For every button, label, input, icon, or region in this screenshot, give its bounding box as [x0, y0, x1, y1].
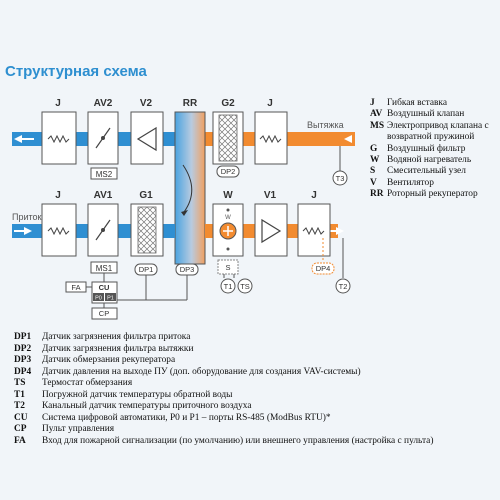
flex-icon	[47, 226, 70, 236]
exhaust-arrow-icon	[14, 135, 22, 143]
flex-icon	[302, 226, 325, 236]
svg-text:V2: V2	[140, 98, 153, 109]
supply-in-arrow-icon	[24, 227, 32, 235]
supply-out-arrow-icon	[336, 227, 344, 235]
filter-icon	[137, 206, 157, 254]
flex-icon	[259, 134, 282, 144]
svg-text:DP4: DP4	[316, 264, 331, 273]
svg-text:W: W	[223, 190, 233, 201]
exhaust-fan: V2	[130, 98, 164, 165]
svg-text:T3: T3	[336, 174, 345, 183]
svg-text:T2: T2	[339, 282, 348, 291]
supply-flexible-insert-left: J	[41, 190, 77, 257]
mixing-unit-s: S	[225, 263, 230, 272]
sensor-ts: TS	[237, 278, 253, 294]
exhaust-flexible-insert-left: J	[41, 98, 77, 165]
filter-icon	[218, 114, 238, 162]
svg-text:V1: V1	[264, 190, 277, 201]
port-p0: P0	[95, 296, 102, 302]
svg-text:AV2: AV2	[94, 98, 113, 109]
fire-alarm-input: FA	[71, 283, 80, 292]
svg-text:G1: G1	[139, 190, 153, 201]
valve-w-label: W	[225, 215, 231, 221]
sensor-t2: T2	[335, 238, 351, 294]
sensor-dp3: DP3	[180, 265, 195, 274]
exhaust-flow-label: Вытяжка	[307, 120, 344, 130]
sensor-dp2: DP2	[221, 167, 236, 176]
rotary-recuperator: RR DP3	[174, 98, 206, 276]
exhaust-damper: AV2 MS2	[87, 98, 119, 180]
svg-text:RR: RR	[183, 98, 198, 109]
svg-text:J: J	[55, 190, 61, 201]
exhaust-out-arrow-icon	[344, 135, 352, 143]
svg-text:TS: TS	[240, 282, 250, 291]
rotation-arrow-icon	[182, 164, 193, 213]
control-unit-block: FA CU P0 P1 CP	[65, 273, 188, 320]
control-panel-cp: CP	[99, 309, 109, 318]
svg-text:AV1: AV1	[94, 190, 113, 201]
svg-text:J: J	[311, 190, 317, 201]
sensor-dp4: DP4	[311, 238, 335, 275]
flex-icon	[47, 134, 70, 144]
exhaust-filter: G2 DP2	[212, 98, 244, 178]
port-p1: P1	[107, 296, 114, 302]
sensor-t1: T1	[220, 278, 236, 294]
supply-flow-label: Приток	[12, 212, 42, 222]
svg-text:G2: G2	[221, 98, 235, 109]
supply-fan: V1	[254, 190, 288, 257]
actuator-ms1: MS1	[96, 264, 113, 273]
sensor-t3: T3	[332, 146, 348, 186]
svg-text:J: J	[55, 98, 61, 109]
water-heater: W W S	[212, 190, 244, 278]
fan-icon	[261, 218, 282, 244]
supply-damper: AV1 MS1	[87, 190, 119, 274]
control-unit-cu: CU	[99, 283, 110, 292]
actuator-ms2: MS2	[96, 170, 113, 179]
supply-filter: G1 DP1	[130, 190, 164, 276]
exhaust-flexible-insert-right: J	[254, 98, 288, 165]
svg-text:J: J	[267, 98, 273, 109]
supply-flexible-insert-right: J	[297, 190, 331, 257]
page-title: Структурная схема	[5, 63, 147, 80]
fan-icon	[136, 126, 157, 152]
sensor-dp1: DP1	[139, 265, 154, 274]
svg-text:T1: T1	[224, 282, 233, 291]
